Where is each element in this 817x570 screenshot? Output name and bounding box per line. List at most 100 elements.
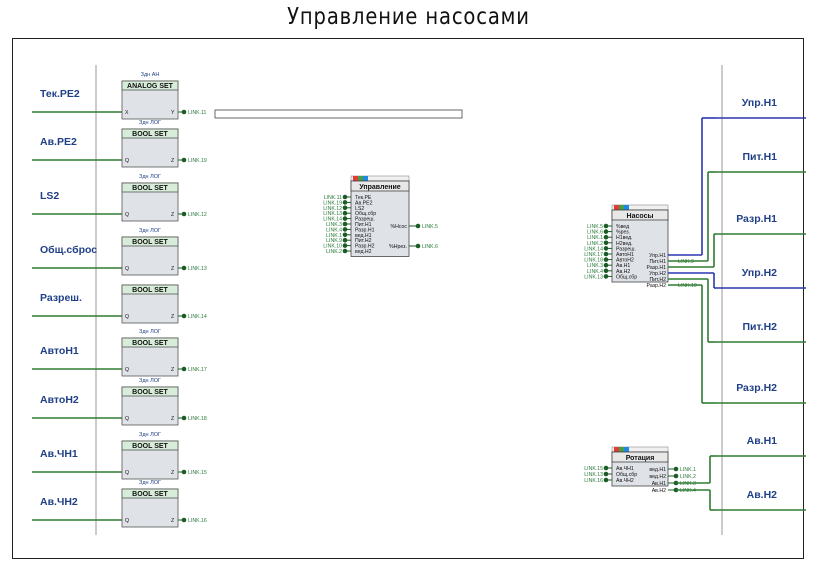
set-block-header	[121, 182, 179, 193]
nasosy-in-dot	[603, 274, 609, 279]
upravlenie-in-dot	[342, 237, 348, 243]
nasosy-in-pin: Н1вед.	[616, 235, 633, 241]
nasosy-out-link: LINK.9	[678, 259, 694, 265]
upravlenie-out-link: LINK.5	[422, 224, 438, 230]
upravlenie-in-dot	[342, 200, 348, 205]
upravlenie-in-link: LINK.19	[323, 200, 342, 206]
nasosy-in-pin: Ав.Н1	[616, 263, 630, 269]
nasosy-in-link: LINK.6	[587, 230, 603, 236]
upravlenie-in-link: LINK.12	[323, 206, 342, 212]
nasosy-tab-green	[619, 205, 624, 210]
input-label: Тек.РЕ2	[40, 88, 80, 100]
input-label: АвтоН1	[40, 345, 79, 357]
block-out-pin: Z	[171, 158, 174, 164]
rotaciya-out-link: LINK.4	[680, 488, 696, 494]
upravlenie-tab-green	[358, 176, 363, 181]
set-block-header	[121, 386, 179, 397]
nasosy-in-link: LINK.14	[584, 246, 603, 252]
link-label: LINK.18	[188, 416, 207, 422]
upravlenie-in-link: LINK.14	[323, 217, 342, 223]
input-label: LS2	[40, 190, 59, 202]
nasosy-out-pin: Разр.Н1	[647, 265, 667, 271]
nasosy-in-dot	[603, 240, 609, 246]
upravlenie-in-pin: Разр.Н2	[355, 244, 375, 250]
upravlenie-in-pin: вед.Н1	[355, 233, 372, 239]
nasosy-in-pin: Разреш.	[616, 246, 636, 252]
output-label: Пит.Н1	[742, 151, 777, 163]
upravlenie-in-link: LINK.9	[326, 238, 342, 244]
output-label: Разр.Н1	[736, 213, 777, 225]
upravlenie-in-dot	[342, 205, 348, 211]
page-title: Управление насосами	[287, 4, 530, 30]
nasosy-in-dot	[603, 229, 609, 234]
upravlenie-in-pin: Разр.Н1	[355, 227, 375, 233]
block-out-pin: Z	[171, 416, 174, 422]
rotaciya-tab-green	[619, 447, 624, 452]
link-label: LINK.12	[188, 212, 207, 218]
block-tag: Здн ЛОГ	[139, 432, 161, 438]
upravlenie-out-link: LINK.6	[422, 244, 438, 250]
upravlenie-in-pin: вед.Н2	[355, 249, 372, 255]
upravlenie-tab-blue	[363, 176, 368, 181]
upravlenie-header	[350, 180, 410, 192]
input-label: Разреш.	[40, 292, 82, 304]
upravlenie-in-pin: LS2	[355, 206, 364, 212]
upravlenie-in-link: LINK.11	[324, 195, 342, 201]
upravlenie-in-pin: Пит.Н1	[355, 222, 372, 228]
block-out-pin: Z	[171, 266, 174, 272]
nasosy-in-pin: Общ.сбр	[616, 274, 637, 280]
block-in-pin: X	[125, 110, 129, 116]
rotaciya-out-pin: Ав.Н2	[652, 488, 666, 494]
block-in-pin: Q	[125, 314, 129, 320]
upravlenie-in-pin: Разреш.	[355, 217, 375, 223]
block-tag: Здн ЛОГ	[139, 174, 161, 180]
nasosy-in-pin: %вед	[616, 224, 629, 230]
rotaciya-out-dot	[673, 466, 679, 472]
nasosy-out-link: LINK.10	[678, 283, 697, 289]
input-label: Ав.ЧН2	[40, 496, 78, 508]
upravlenie-in-link: LINK.3	[326, 222, 342, 228]
block-out-pin: Y	[171, 110, 175, 116]
nasosy-in-link: LINK.17	[584, 252, 603, 258]
link-dot	[181, 265, 187, 271]
set-block-header	[121, 236, 179, 247]
nasosy-in-dot	[603, 268, 609, 274]
nasosy-in-link: LINK.2	[587, 241, 603, 247]
nasosy-in-link: LINK.4	[587, 269, 603, 275]
nasosy-title: Насосы	[627, 213, 654, 220]
set-block-title: BOOL SET	[132, 287, 168, 294]
set-block-title: BOOL SET	[132, 491, 168, 498]
header-bar	[214, 109, 463, 119]
upravlenie-in-link: LINK.10	[323, 244, 342, 250]
set-block-title: BOOL SET	[132, 443, 168, 450]
link-label: LINK.15	[188, 470, 207, 476]
block-tag: Здн АН	[141, 72, 160, 78]
upravlenie-in-pin: Пит.Н2	[355, 238, 372, 244]
set-block-header	[121, 488, 179, 499]
link-dot	[181, 469, 187, 475]
rotaciya-out-pin: Ав.Н1	[652, 481, 666, 487]
input-label: АвтоН2	[40, 394, 79, 406]
upravlenie-title: Управление	[359, 184, 400, 191]
rotaciya-title: Ротация	[626, 455, 655, 462]
nasosy-tab-red	[614, 205, 619, 210]
link-label: LINK.11	[188, 110, 206, 116]
rotaciya-in-dot	[603, 477, 609, 483]
input-label: Общ.сброс	[40, 244, 97, 256]
upravlenie-out-pin: %Нрез.	[389, 244, 407, 250]
set-block-header	[121, 128, 179, 139]
link-label: LINK.13	[188, 266, 207, 272]
set-block-header	[121, 284, 179, 295]
rotaciya-in-pin: Ав.ЧН1	[616, 466, 634, 472]
block-out-pin: Z	[171, 518, 174, 524]
rotaciya-out-link: LINK.2	[680, 474, 696, 480]
nasosy-in-dot	[603, 223, 609, 229]
block-in-pin: Q	[125, 518, 129, 524]
link-dot	[181, 109, 187, 115]
output-label: Ав.Н1	[747, 435, 778, 447]
nasosy-in-pin: Ав.Н2	[616, 269, 630, 275]
block-tag: Здн ЛОГ	[139, 480, 161, 486]
output-label: Ав.Н2	[747, 489, 778, 501]
upravlenie-in-pin: Общ.сбр	[355, 211, 376, 217]
rotaciya-out-link: LINK.1	[680, 467, 696, 473]
